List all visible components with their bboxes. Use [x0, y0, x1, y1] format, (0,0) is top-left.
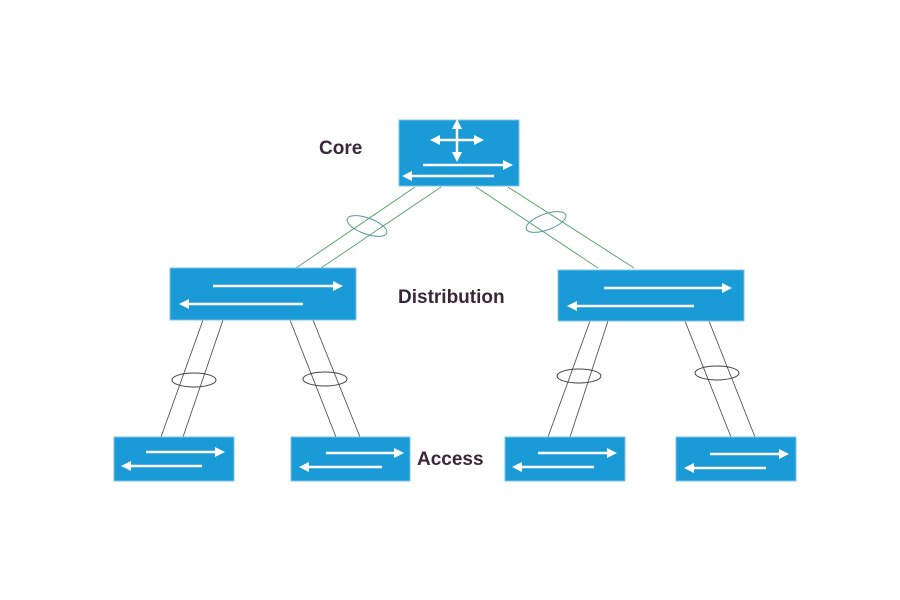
link-aggregation-ellipse	[525, 211, 567, 233]
core-switch	[398, 119, 520, 187]
link-aggregation-ellipse	[346, 215, 388, 237]
bidirectional-arrows-icon	[402, 160, 513, 181]
access-switch-1	[113, 436, 235, 482]
distribution-switch-right	[557, 269, 745, 322]
access-layer-label: Access	[417, 449, 484, 470]
core-dist-left-links	[295, 186, 442, 269]
core-dist-right-links	[475, 186, 635, 269]
access-switch-3	[504, 436, 626, 482]
four-way-arrows-icon	[430, 119, 484, 162]
distribution-layer-label: Distribution	[398, 287, 505, 308]
core-layer-label: Core	[319, 138, 363, 159]
distribution-switch-left	[169, 267, 357, 321]
access-switch-4	[675, 436, 797, 482]
access-switch-2	[290, 436, 411, 482]
dist-access-links	[160, 319, 756, 438]
